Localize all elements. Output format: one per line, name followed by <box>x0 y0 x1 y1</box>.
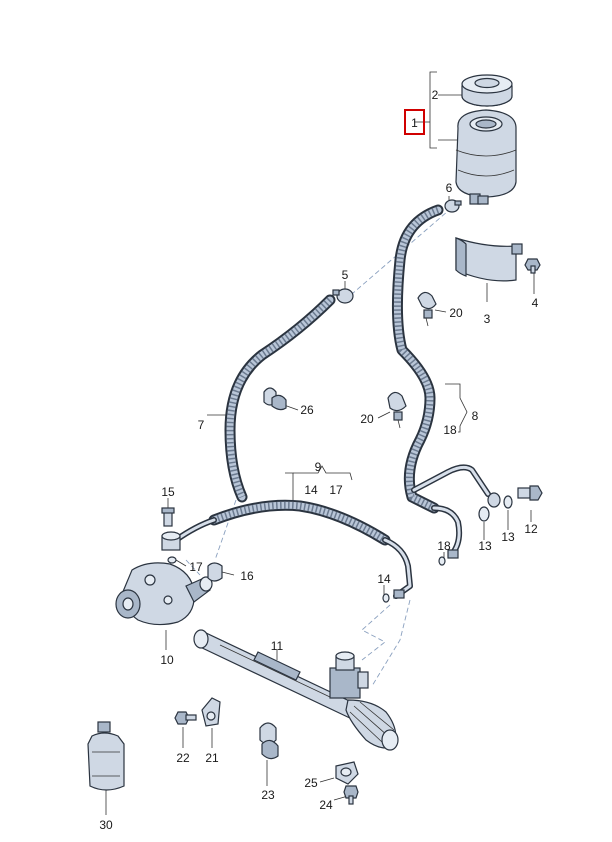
callout-12[interactable]: 12 <box>524 522 538 536</box>
callout-23[interactable]: 23 <box>261 788 275 802</box>
callout-14-pipe[interactable]: 14 <box>377 572 391 586</box>
callout-8[interactable]: 8 <box>472 409 479 423</box>
callout-30[interactable]: 30 <box>99 818 113 832</box>
callout-13-right[interactable]: 13 <box>501 530 515 544</box>
fluid-bottle-part-30[interactable] <box>87 721 125 791</box>
callout-22[interactable]: 22 <box>176 751 190 765</box>
seal-part-14-right[interactable] <box>382 589 405 603</box>
callout-18-pipe[interactable]: 18 <box>437 539 451 553</box>
clip-part-26[interactable] <box>263 387 287 411</box>
return-pipe-rigid[interactable] <box>411 464 491 557</box>
suction-hose-part-7[interactable] <box>224 294 336 503</box>
callout-9[interactable]: 9 <box>315 460 322 474</box>
seal-part-17-left[interactable] <box>167 556 177 564</box>
seal-ring-part-13b[interactable] <box>478 492 501 522</box>
callout-13-left[interactable]: 13 <box>478 539 492 553</box>
seal-ring-part-13a[interactable] <box>503 495 513 509</box>
callout-16[interactable]: 16 <box>240 569 254 583</box>
bolt-part-22[interactable] <box>174 711 197 725</box>
callout-2[interactable]: 2 <box>432 88 439 102</box>
callout-4[interactable]: 4 <box>532 296 539 310</box>
callout-11[interactable]: 11 <box>271 639 284 653</box>
power-steering-pump-part-10[interactable] <box>115 531 213 626</box>
steering-rack-part-11[interactable] <box>193 629 399 751</box>
bolt-part-24[interactable] <box>343 785 359 805</box>
highlight-box <box>404 109 425 135</box>
bolt-part-15[interactable] <box>161 507 175 527</box>
callout-10[interactable]: 10 <box>160 653 174 667</box>
return-hose-part-8[interactable] <box>391 204 444 514</box>
reservoir-cap-part-2[interactable] <box>461 74 513 107</box>
hose-clamp-part-5[interactable] <box>332 288 354 304</box>
callout-25[interactable]: 25 <box>304 776 318 790</box>
callout-labels: 1 2 3 4 5 6 7 8 9 10 11 12 13 13 14 14 1… <box>99 88 538 832</box>
reservoir-bracket-part-3[interactable] <box>455 237 523 282</box>
callout-18-hose[interactable]: 18 <box>443 423 457 437</box>
clamp-part-25[interactable] <box>335 761 359 785</box>
callout-6[interactable]: 6 <box>446 181 453 195</box>
clip-part-23[interactable] <box>259 722 279 760</box>
bolt-part-4[interactable] <box>524 258 541 274</box>
callout-20-upper[interactable]: 20 <box>449 306 463 320</box>
seal-part-18-right[interactable] <box>438 549 459 566</box>
callout-14-hose[interactable]: 14 <box>304 483 318 497</box>
callout-24[interactable]: 24 <box>319 798 333 812</box>
callout-15[interactable]: 15 <box>161 485 175 499</box>
callout-20-lower[interactable]: 20 <box>360 412 374 426</box>
callout-17-hose[interactable]: 17 <box>329 483 343 497</box>
callout-1[interactable]: 1 <box>411 116 418 130</box>
pressure-hose-part-9[interactable] <box>208 499 391 546</box>
callout-7[interactable]: 7 <box>198 418 205 432</box>
callout-21[interactable]: 21 <box>205 751 219 765</box>
callout-26[interactable]: 26 <box>300 403 314 417</box>
banjo-bolt-part-12[interactable] <box>517 485 543 501</box>
callout-17-pump[interactable]: 17 <box>189 560 203 574</box>
clip-part-20-upper[interactable] <box>417 291 437 327</box>
callout-3[interactable]: 3 <box>484 312 491 326</box>
reservoir-part-1[interactable] <box>455 109 517 205</box>
union-part-16[interactable] <box>207 562 223 582</box>
clamp-part-21[interactable] <box>201 697 221 727</box>
callout-5[interactable]: 5 <box>342 268 349 282</box>
hose-clamp-part-6[interactable] <box>444 199 462 213</box>
clip-part-20-lower[interactable] <box>387 391 407 429</box>
